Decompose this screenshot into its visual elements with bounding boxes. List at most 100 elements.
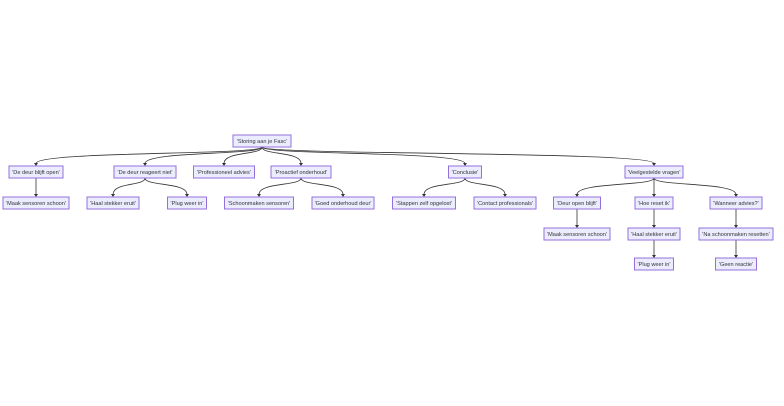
node-n3: 'Professioneel advies': [193, 165, 255, 179]
edge-root-to-n4: [261, 146, 302, 164]
node-n6: 'Veelgestelde vragen': [624, 165, 684, 179]
arrowhead-icon: [734, 225, 738, 228]
node-n6b2: 'Plug weer in': [634, 257, 674, 271]
node-box: [709, 196, 763, 210]
edge-n2-to-n2b: [144, 177, 188, 195]
node-n1a: 'Maak sensoren schoon': [2, 196, 70, 210]
edge-n4-to-n4b: [300, 177, 344, 195]
node-box: [698, 227, 774, 241]
arrowhead-icon: [503, 194, 507, 197]
arrowhead-icon: [143, 163, 147, 166]
node-label: 'Storing aan je Fasc': [237, 139, 287, 145]
node-label: 'Maak sensoren schoon': [6, 201, 66, 207]
node-label: 'Haal stekker eruit': [631, 232, 677, 238]
edge-n6-to-n6a: [576, 177, 655, 195]
arrowhead-icon: [734, 194, 738, 197]
diagram-nodes: 'Storing aan je Fasc' 'De deur blijft ope…: [2, 134, 774, 271]
node-box: [8, 165, 64, 179]
node-box: [224, 196, 294, 210]
arrowhead-icon: [652, 255, 656, 258]
node-label: 'Contact professionals': [477, 201, 533, 207]
node-label: 'Proactief onderhoud': [275, 170, 328, 176]
edge-n6-to-n6c: [653, 177, 737, 195]
node-n5b: 'Contact professionals': [473, 196, 537, 210]
node-n6c1: 'Na schoonmaken resetten': [698, 227, 774, 241]
edge-n5-to-n5a: [423, 177, 466, 195]
node-label: 'Veelgestelde vragen': [628, 170, 681, 176]
edge-root-to-n2: [144, 146, 263, 164]
arrowhead-icon: [575, 225, 579, 228]
node-box: [448, 165, 482, 179]
node-n6a1: 'Maak sensoren schoon': [543, 227, 611, 241]
node-n6b: 'Hoe reset ik': [634, 196, 674, 210]
node-n4a: 'Schoonmaken sensoren': [224, 196, 294, 210]
node-box: [232, 134, 292, 148]
arrowhead-icon: [34, 194, 38, 197]
node-n6c: 'Wanneer advies?': [709, 196, 763, 210]
arrowhead-icon: [734, 255, 738, 258]
node-box: [167, 196, 207, 210]
node-box: [715, 257, 757, 271]
node-label: 'Haal stekker eruit': [90, 201, 136, 207]
node-label: 'Wanneer advies?': [713, 201, 758, 207]
arrowhead-icon: [299, 163, 303, 166]
arrowhead-icon: [463, 163, 467, 166]
node-box: [392, 196, 456, 210]
node-box: [270, 165, 332, 179]
node-box: [86, 196, 140, 210]
node-root: 'Storing aan je Fasc': [232, 134, 292, 148]
node-box: [193, 165, 255, 179]
node-box: [473, 196, 537, 210]
node-label: 'Geen reactie': [719, 262, 753, 268]
edge-root-to-n6: [261, 146, 655, 164]
node-label: 'De deur reageert niet': [118, 170, 173, 176]
arrowhead-icon: [341, 194, 345, 197]
node-n2: 'De deur reageert niet': [113, 165, 177, 179]
node-label: 'Na schoonmaken resetten': [702, 232, 769, 238]
node-label: 'De deur blijft open': [12, 170, 60, 176]
edge-root-to-n1: [35, 146, 263, 164]
arrowhead-icon: [257, 194, 261, 197]
arrowhead-icon: [185, 194, 189, 197]
node-n5: 'Conclusie': [448, 165, 482, 179]
node-box: [553, 196, 601, 210]
node-label: 'Stappen zelf opgelost': [396, 201, 452, 207]
arrowhead-icon: [222, 163, 226, 166]
arrowhead-icon: [34, 163, 38, 166]
arrowhead-icon: [575, 194, 579, 197]
node-box: [2, 196, 70, 210]
node-box: [624, 165, 684, 179]
node-label: 'Conclusie': [452, 170, 479, 176]
edge-n4-to-n4a: [258, 177, 302, 195]
arrowhead-icon: [422, 194, 426, 197]
edge-n2-to-n2a: [112, 177, 146, 195]
node-n4b: 'Goed onderhoud deur': [311, 196, 375, 210]
node-box: [634, 196, 674, 210]
node-label: 'Hoe reset ik': [638, 201, 670, 207]
node-label: 'Professioneel advies': [197, 170, 251, 176]
node-box: [627, 227, 681, 241]
node-n6c2: 'Geen reactie': [715, 257, 757, 271]
node-n2b: 'Plug weer in': [167, 196, 207, 210]
arrowhead-icon: [652, 194, 656, 197]
node-label: 'Schoonmaken sensoren': [228, 201, 290, 207]
edge-root-to-n3: [223, 146, 263, 164]
node-label: 'Deur open blijft': [557, 201, 597, 207]
node-label: 'Goed onderhoud deur': [315, 201, 372, 207]
arrowhead-icon: [652, 163, 656, 166]
node-box: [113, 165, 177, 179]
node-label: 'Maak sensoren schoon': [547, 232, 607, 238]
node-n2a: 'Haal stekker eruit': [86, 196, 140, 210]
arrowhead-icon: [652, 225, 656, 228]
edge-n5-to-n5b: [464, 177, 506, 195]
node-n1: 'De deur blijft open': [8, 165, 64, 179]
node-n5a: 'Stappen zelf opgelost': [392, 196, 456, 210]
arrowhead-icon: [111, 194, 115, 197]
node-n6b1: 'Haal stekker eruit': [627, 227, 681, 241]
node-label: 'Plug weer in': [171, 201, 204, 207]
node-n6a: 'Deur open blijft': [553, 196, 601, 210]
diagram-edges: [34, 146, 738, 258]
node-n4: 'Proactief onderhoud': [270, 165, 332, 179]
node-label: 'Plug weer in': [638, 262, 671, 268]
